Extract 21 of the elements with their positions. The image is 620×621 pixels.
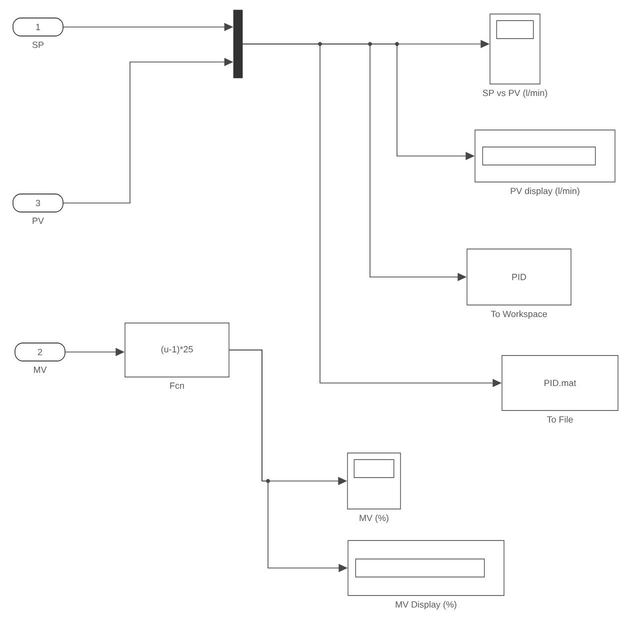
node-label: To Workspace xyxy=(490,310,547,319)
function-block: PID To Workspace xyxy=(466,248,572,319)
port-block: 1 SP xyxy=(12,18,64,48)
scope-block: MV (%) xyxy=(347,452,401,523)
port-block: 3 PV xyxy=(12,194,64,224)
mux-bar xyxy=(233,10,243,78)
node-label: PV xyxy=(32,218,44,224)
function-block: PID.mat To File xyxy=(502,355,618,423)
function-block: (u-1)*25 Fcn xyxy=(124,322,230,389)
display-block: PV display (l/min) xyxy=(474,130,616,196)
node-label: Fcn xyxy=(170,382,184,389)
node-label: MV Display (%) xyxy=(396,601,456,610)
node-label: MV (%) xyxy=(360,514,388,523)
node-label: SP vs PV (l/min) xyxy=(482,90,548,98)
node-label: SP xyxy=(32,42,44,48)
node-label: PV display (l/min) xyxy=(510,188,580,196)
node-label: MV xyxy=(34,366,47,373)
display-block: MV Display (%) xyxy=(348,540,504,610)
scope-block: SP vs PV (l/min) xyxy=(482,14,548,98)
port-block: 2 MV xyxy=(14,342,66,373)
node-label: To File xyxy=(547,416,573,423)
